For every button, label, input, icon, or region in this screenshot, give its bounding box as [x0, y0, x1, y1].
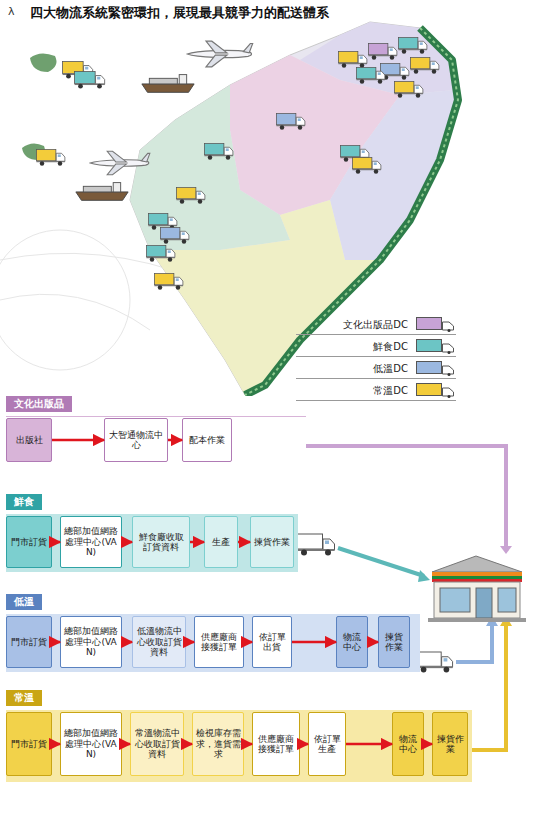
- process-step: 總部加值網路處理中心(VAN): [60, 616, 122, 668]
- legend-row: 低溫DC: [296, 358, 456, 379]
- step-text: 依訂單生產: [311, 734, 343, 755]
- step-text: 門市訂貨: [11, 537, 47, 547]
- step-text: 揀貨作業: [435, 734, 465, 755]
- legend-swatch: [416, 383, 442, 396]
- legend-row: 常溫DC: [296, 380, 456, 401]
- legend-text: 常溫DC: [371, 384, 410, 398]
- process-step: 供應廠商接獲訂單: [252, 712, 300, 776]
- flow-band: 低溫門市訂貨 總部加值網路處理中心(VAN) 低溫物流中心收取訂貨資料供應廠商接獲訂…: [6, 594, 420, 672]
- step-text: 揀貨作業: [381, 632, 407, 653]
- legend-text: 鮮食DC: [371, 340, 410, 354]
- process-step: 門市訂貨: [6, 616, 52, 668]
- legend-swatch: [416, 317, 442, 330]
- bullet-mark: λ: [8, 5, 15, 18]
- legend-swatch: [416, 339, 442, 352]
- legend-text: 文化出版品DC: [341, 318, 410, 332]
- process-step: 常溫物流中心收取訂貨資料: [130, 712, 184, 776]
- process-step: 依訂單出貨: [252, 616, 292, 668]
- truck-cab: [442, 320, 454, 332]
- step-text: 檢視庫存需求，進貨需求: [195, 728, 241, 759]
- legend-text: 低溫DC: [371, 362, 410, 376]
- process-step: 揀貨作業: [378, 616, 410, 668]
- process-step: 揀貨作業: [432, 712, 468, 776]
- step-text: 出版社: [16, 435, 43, 445]
- process-step: 門市訂貨: [6, 712, 52, 776]
- truck-cab: [442, 364, 454, 376]
- step-text: 物流中心: [339, 632, 365, 653]
- process-step: 低溫物流中心收取訂貨資料: [132, 616, 186, 668]
- step-text: 大智通物流中心: [107, 430, 165, 451]
- process-step: 大智通物流中心: [104, 418, 168, 462]
- legend: 文化出版品DC 鮮食DC 低溫DC 常溫DC: [296, 314, 456, 402]
- process-step: 檢視庫存需求，進貨需求: [192, 712, 244, 776]
- step-text: 鮮食廠收取訂貨資料: [135, 532, 187, 553]
- band-heading: 文化出版品: [6, 396, 72, 412]
- flow-band: 常溫門市訂貨 總部加值網路處理中心(VAN) 常溫物流中心收取訂貨資料檢視庫存需求，…: [6, 690, 472, 782]
- process-step: 依訂單生產: [308, 712, 346, 776]
- process-step: 總部加值網路處理中心(VAN): [60, 516, 122, 568]
- step-text: 物流中心: [395, 734, 421, 755]
- truck-cab: [442, 342, 454, 354]
- process-step: 供應廠商接獲訂單: [194, 616, 244, 668]
- process-step: 物流中心: [392, 712, 424, 776]
- page-title: 四大物流系統緊密環扣，展現最具競爭力的配送體系: [30, 4, 329, 22]
- legend-row: 鮮食DC: [296, 336, 456, 357]
- step-text: 生產: [212, 537, 230, 547]
- band-heading: 鮮食: [6, 494, 42, 510]
- truck-cab: [442, 386, 454, 398]
- step-text: 門市訂貨: [11, 637, 47, 647]
- step-text: 依訂單出貨: [255, 632, 289, 653]
- process-step: 生產: [204, 516, 238, 568]
- process-step: 鮮食廠收取訂貨資料: [132, 516, 190, 568]
- step-text: 常溫物流中心收取訂貨資料: [133, 728, 181, 759]
- legend-swatch: [416, 361, 442, 374]
- legend-row: 文化出版品DC: [296, 314, 456, 335]
- process-step: 總部加值網路處理中心(VAN): [60, 712, 122, 776]
- process-step: 門市訂貨: [6, 516, 52, 568]
- step-text: 門市訂貨: [11, 739, 47, 749]
- band-heading: 低溫: [6, 594, 42, 610]
- step-text: 低溫物流中心收取訂貨資料: [135, 626, 183, 657]
- process-step: 揀貨作業: [250, 516, 294, 568]
- step-text: 總部加值網路處理中心(VAN): [63, 526, 119, 557]
- step-text: 總部加值網路處理中心(VAN): [63, 626, 119, 657]
- process-step: 出版社: [6, 418, 52, 462]
- flow-band: 文化出版品出版社 大智通物流中心 配本作業: [6, 396, 306, 466]
- step-text: 供應廠商接獲訂單: [255, 734, 297, 755]
- step-text: 配本作業: [189, 435, 225, 445]
- band-heading: 常溫: [6, 690, 42, 706]
- process-step: 配本作業: [182, 418, 232, 462]
- step-text: 揀貨作業: [254, 537, 290, 547]
- step-text: 供應廠商接獲訂單: [197, 632, 241, 653]
- step-text: 總部加值網路處理中心(VAN): [63, 728, 119, 759]
- flow-band: 鮮食門市訂貨 總部加值網路處理中心(VAN) 鮮食廠收取訂貨資料 生產 揀貨作業: [6, 494, 298, 572]
- process-step: 物流中心: [336, 616, 368, 668]
